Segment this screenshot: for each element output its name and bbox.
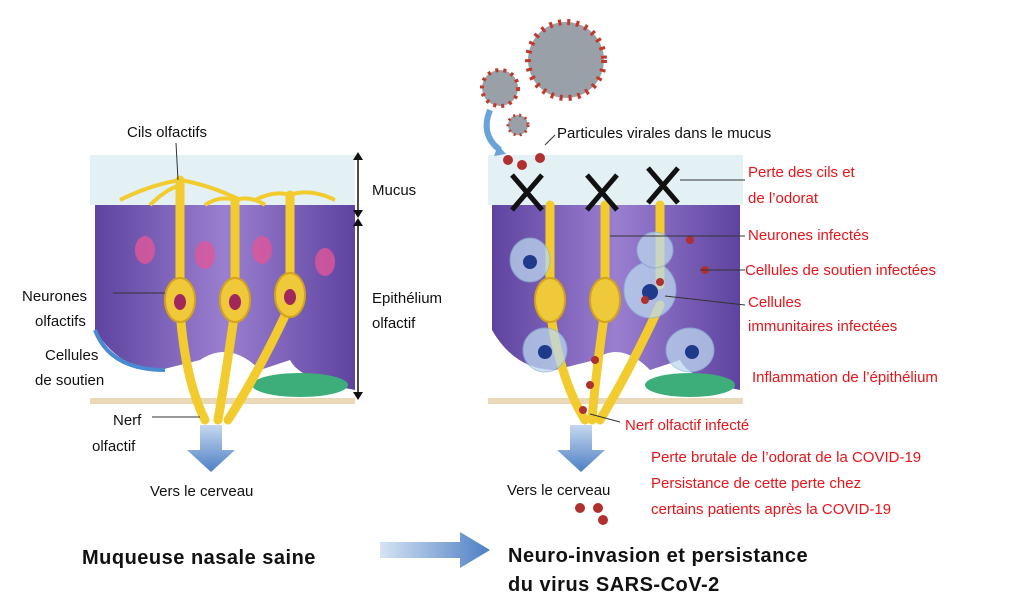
label-infected-neurons: Neurones infectés bbox=[748, 227, 869, 244]
down-arrow-icon bbox=[187, 425, 235, 472]
label-sudden-loss: Perte brutale de l’odorat de la COVID-19 bbox=[651, 449, 922, 466]
label-infected-support: Cellules de soutien infectées bbox=[745, 262, 936, 279]
label-infected-nerve: Nerf olfactif infecté bbox=[625, 417, 750, 434]
label-brain-left: Vers le cerveau bbox=[150, 483, 254, 500]
title-healthy: Muqueuse nasale saine bbox=[82, 547, 316, 569]
label-immune-2: immunitaires infectées bbox=[748, 318, 898, 335]
transition-arrow-icon bbox=[380, 532, 490, 568]
label-neurons-1: Neurones bbox=[22, 288, 88, 305]
title-infected-2: du virus SARS-CoV-2 bbox=[508, 574, 720, 596]
infected-epithelium bbox=[480, 19, 746, 525]
down-arrow-icon bbox=[557, 425, 605, 472]
label-nerve-1: Nerf bbox=[113, 412, 142, 429]
healthy-epithelium bbox=[90, 142, 363, 472]
virus-particles bbox=[503, 153, 709, 525]
coronavirus-icon bbox=[480, 19, 607, 156]
label-persist-2: certains patients après la COVID-19 bbox=[651, 501, 892, 518]
label-particles: Particules virales dans le mucus bbox=[557, 125, 772, 142]
label-support-1: Cellules bbox=[45, 347, 99, 364]
label-support-2: de soutien bbox=[35, 372, 105, 389]
label-nerve-2: olfactif bbox=[92, 438, 136, 455]
label-epithelium-2: olfactif bbox=[372, 315, 416, 332]
cross-icons bbox=[510, 166, 680, 212]
label-immune-1: Cellules bbox=[748, 294, 802, 311]
title-infected-1: Neuro-invasion et persistance bbox=[508, 545, 809, 567]
label-inflammation: Inflammation de l’épithélium bbox=[752, 369, 938, 386]
label-mucus: Mucus bbox=[372, 182, 417, 199]
label-loss-1: Perte des cils et bbox=[748, 164, 855, 181]
label-persist-1: Persistance de cette perte chez bbox=[651, 475, 862, 492]
label-cilia: Cils olfactifs bbox=[127, 124, 208, 141]
label-epithelium-1: Epithélium bbox=[372, 290, 443, 307]
label-neurons-2: olfactifs bbox=[35, 313, 86, 330]
label-loss-2: de l’odorat bbox=[748, 190, 819, 207]
label-brain-right: Vers le cerveau bbox=[507, 482, 611, 499]
